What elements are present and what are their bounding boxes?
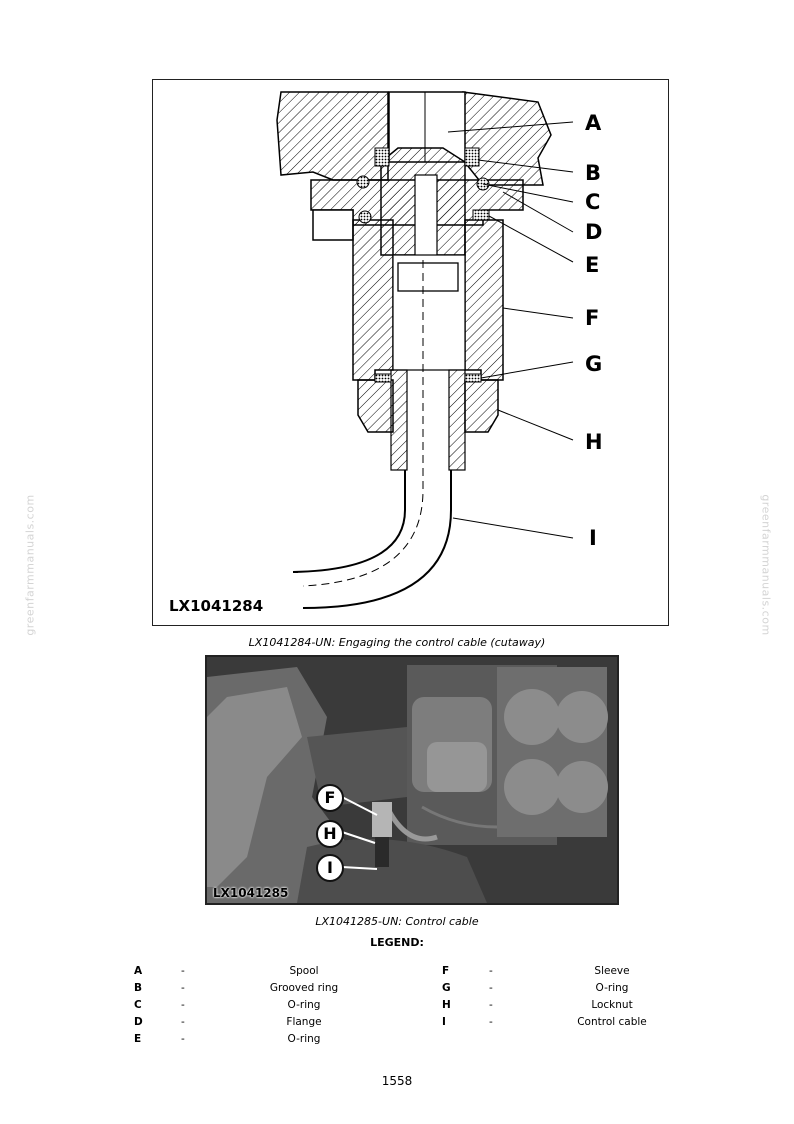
callout-h: H xyxy=(585,430,603,454)
control-cable-photo xyxy=(207,657,617,903)
legend-title: LEGEND: xyxy=(370,936,424,949)
callout-a: A xyxy=(585,111,602,135)
legend-desc: O-ring xyxy=(287,1033,321,1045)
legend-dash: - xyxy=(181,982,185,994)
callout-e: E xyxy=(585,253,600,277)
callout-b: B xyxy=(585,161,602,185)
watermark-right: greenfarmmanuals.com xyxy=(759,494,773,636)
legend-dash: - xyxy=(489,965,493,977)
legend-desc: Spool xyxy=(289,965,319,977)
legend-dash: - xyxy=(489,1016,493,1028)
legend-code: I xyxy=(442,1016,446,1028)
photo-id-label: LX1041285 xyxy=(213,886,289,900)
figure2-caption: LX1041285-UN: Control cable xyxy=(315,915,479,928)
legend-desc: Control cable xyxy=(577,1016,647,1028)
page-number: 1558 xyxy=(381,1074,413,1088)
photo-callout-f: F xyxy=(316,784,344,812)
legend-dash: - xyxy=(181,1016,185,1028)
legend-row: A - Spool xyxy=(134,965,434,982)
legend-code: G xyxy=(442,982,451,994)
figure1-caption: LX1041284-UN: Engaging the control cable… xyxy=(248,636,546,649)
photo-callout-h: H xyxy=(316,820,344,848)
callout-i: I xyxy=(589,526,597,550)
callout-f: F xyxy=(585,306,600,330)
callout-g: G xyxy=(585,352,603,376)
legend-row: E - O-ring xyxy=(134,1033,434,1050)
legend-dash: - xyxy=(181,965,185,977)
legend-code: D xyxy=(134,1016,143,1028)
legend-desc: Sleeve xyxy=(594,965,630,977)
legend-dash: - xyxy=(181,999,185,1011)
legend-row: I - Control cable xyxy=(442,1016,742,1033)
legend-desc: Flange xyxy=(286,1016,322,1028)
legend-dash: - xyxy=(489,999,493,1011)
legend-left-column: A - Spool B - Grooved ring C - O-ring D … xyxy=(134,965,434,1050)
legend-row: B - Grooved ring xyxy=(134,982,434,999)
figure-id-label: LX1041284 xyxy=(169,597,264,615)
legend-code: H xyxy=(442,999,451,1011)
legend-code: F xyxy=(442,965,450,977)
legend-row: G - O-ring xyxy=(442,982,742,999)
legend-row: C - O-ring xyxy=(134,999,434,1016)
photo-callout-i: I xyxy=(316,854,344,882)
legend-desc: O-ring xyxy=(287,999,321,1011)
legend-row: D - Flange xyxy=(134,1016,434,1033)
legend-desc: Grooved ring xyxy=(269,982,339,994)
photo-figure: F H I LX1041285 xyxy=(205,655,619,905)
legend-code: C xyxy=(134,999,142,1011)
cutaway-drawing xyxy=(276,91,574,609)
cutaway-figure: A B C D E F G H I LX1041284 xyxy=(152,79,669,626)
callout-d: D xyxy=(585,220,603,244)
legend-right-column: F - Sleeve G - O-ring H - Locknut I - Co… xyxy=(442,965,742,1033)
legend-row: H - Locknut xyxy=(442,999,742,1016)
legend-code: E xyxy=(134,1033,142,1045)
legend-code: B xyxy=(134,982,143,994)
legend-desc: O-ring xyxy=(595,982,629,994)
legend-dash: - xyxy=(181,1033,185,1045)
legend-desc: Locknut xyxy=(591,999,633,1011)
legend-row: F - Sleeve xyxy=(442,965,742,982)
watermark-left: greenfarmmanuals.com xyxy=(23,494,37,636)
callout-c: C xyxy=(585,190,601,214)
legend-code: A xyxy=(134,965,143,977)
legend-dash: - xyxy=(489,982,493,994)
